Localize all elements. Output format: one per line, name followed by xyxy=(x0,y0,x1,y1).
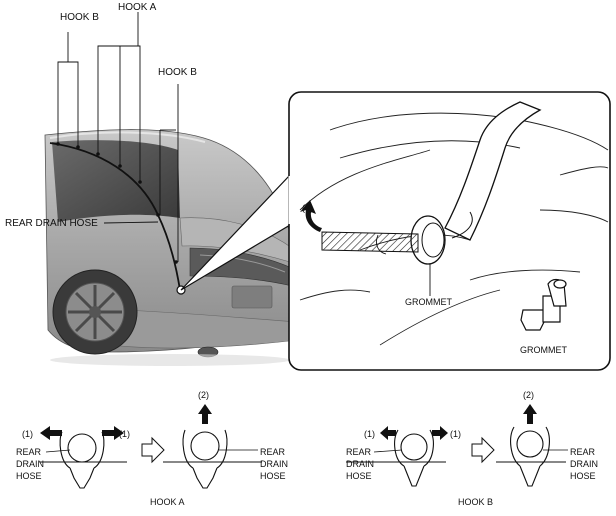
hook-b-hose-line3-after: HOSE xyxy=(570,471,596,481)
hook-a-step2: (2) xyxy=(198,390,209,400)
hook-a-hose-line3-before: HOSE xyxy=(16,471,42,481)
hook-leader-lines xyxy=(57,12,179,262)
hook-b-step1-left: (1) xyxy=(364,429,375,439)
hook-b-label-left: HOOK B xyxy=(60,12,99,23)
car-rear-illustration xyxy=(44,129,301,366)
hook-a-arrow-left xyxy=(40,426,62,440)
hook-a-step1-left: (1) xyxy=(22,429,33,439)
hook-a-clip-after xyxy=(163,429,262,489)
hook-a-hose-line1-before: REAR xyxy=(16,447,42,457)
hook-b-clip-before xyxy=(346,429,446,487)
detail-inset-frame xyxy=(288,91,611,371)
hook-b-clip-after xyxy=(496,426,566,487)
hook-b-hose-line3-before: HOSE xyxy=(346,471,372,481)
hook-b-arrow-left xyxy=(380,426,396,440)
hook-b-hose-line2-after: DRAIN xyxy=(570,459,598,469)
hook-b-caption: HOOK B xyxy=(458,497,493,507)
step3-arrow xyxy=(300,200,322,232)
hook-a-label-top: HOOK A xyxy=(118,2,157,13)
hook-a-hose-line1-after: REAR xyxy=(260,447,286,457)
hook-a-sequence: (1) (1) REAR DRAIN HOSE (2) REAR DRAIN H… xyxy=(16,390,288,507)
grommet-label-part: GROMMET xyxy=(520,345,567,355)
hook-b-arrow-up xyxy=(523,404,537,424)
hook-a-caption: HOOK A xyxy=(150,497,185,507)
drain-hose-route xyxy=(49,142,181,291)
step3-label: (3) xyxy=(302,203,313,213)
inset-drain-hose-hatched xyxy=(321,231,419,253)
hook-a-hose-line2-after: DRAIN xyxy=(260,459,288,469)
inset-hose-body xyxy=(444,101,542,241)
hook-b-hose-line1-before: REAR xyxy=(346,447,372,457)
hook-a-hose-line2-before: DRAIN xyxy=(16,459,44,469)
hook-b-step2: (2) xyxy=(523,390,534,400)
hook-b-transition-arrow xyxy=(471,436,495,464)
rear-drain-hose-label: REAR DRAIN HOSE xyxy=(5,218,98,229)
hook-b-hose-line1-after: REAR xyxy=(570,447,596,457)
rear-drain-hose-leader xyxy=(103,221,159,224)
grommet-part-icon xyxy=(520,278,567,331)
hook-a-transition-arrow xyxy=(141,436,165,464)
grommet-label-inset: GROMMET xyxy=(405,297,452,307)
hook-a-step1-right: (1) xyxy=(119,429,130,439)
hook-a-clip-before xyxy=(40,431,127,489)
hook-b-arrow-right xyxy=(432,426,448,440)
hook-b-sequence: (1) (1) REAR DRAIN HOSE (2) REAR DRAIN H… xyxy=(346,390,598,507)
hook-a-arrow-up xyxy=(198,404,212,424)
grommet xyxy=(410,215,446,265)
hook-a-hose-line3-after: HOSE xyxy=(260,471,286,481)
hook-b-hose-line2-before: DRAIN xyxy=(346,459,374,469)
hook-b-label-right: HOOK B xyxy=(158,67,197,78)
hook-b-step1-right: (1) xyxy=(450,429,461,439)
hook-a-arrow-right xyxy=(102,426,124,440)
